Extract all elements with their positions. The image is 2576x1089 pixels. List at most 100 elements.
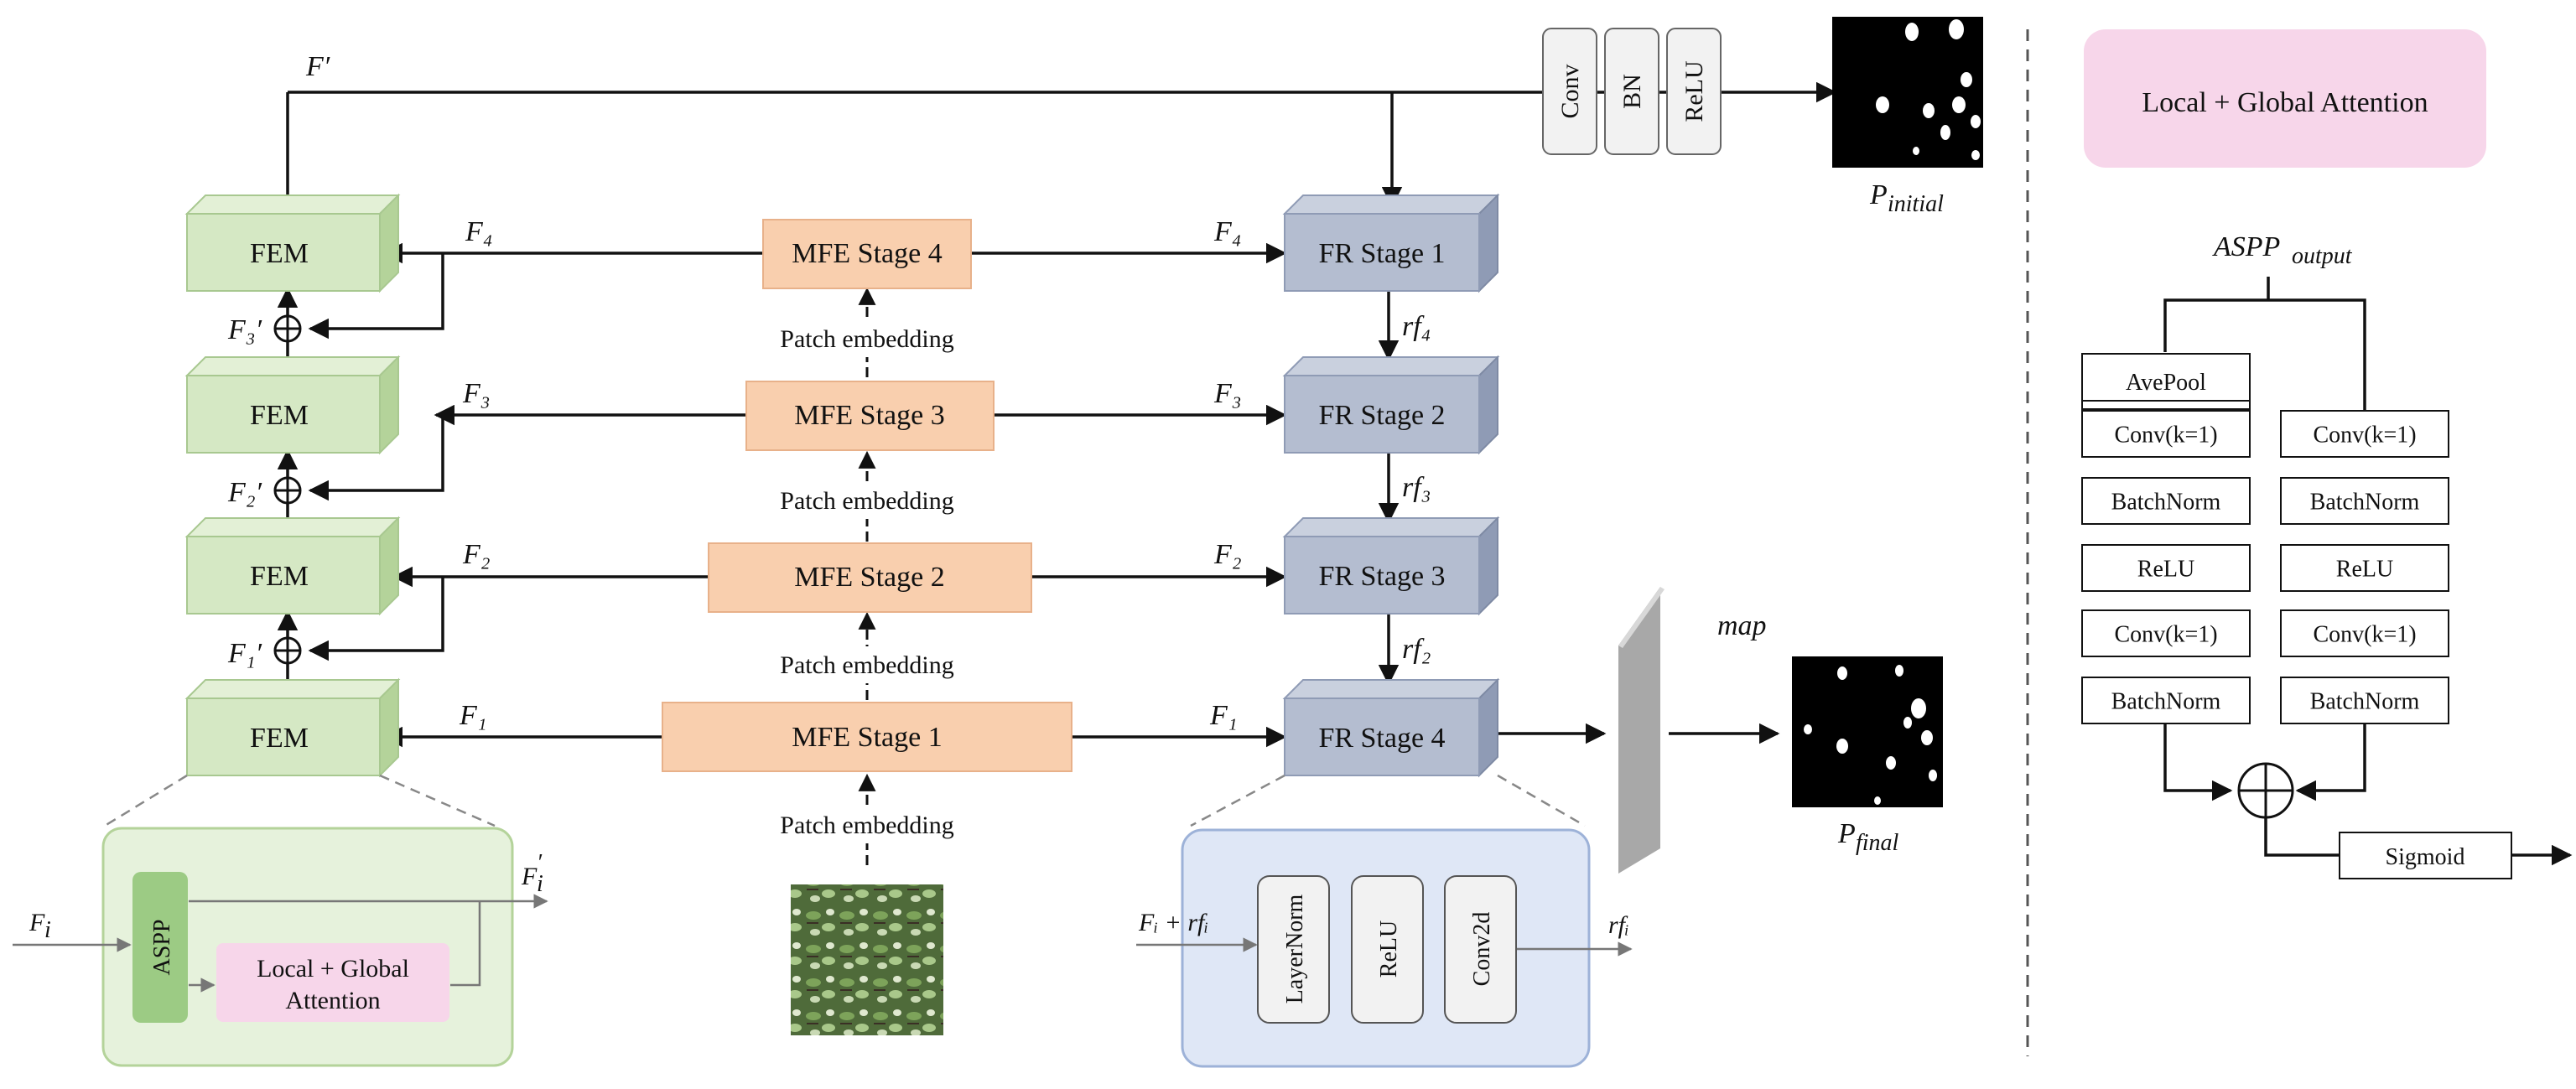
right-branch-op-3: Conv(k=1) <box>2280 609 2449 657</box>
fem-label: FEM <box>250 238 309 269</box>
fem-detail-input-subscript: i <box>44 917 51 943</box>
fr-chain-arrows <box>1378 289 1780 744</box>
right-branch-op-4: BatchNorm <box>2280 677 2449 724</box>
rf3-label: rf₃ <box>1402 472 1431 503</box>
svg-text:Conv(k=1): Conv(k=1) <box>2313 622 2416 648</box>
patch-embedding-label: Patch embedding <box>780 651 953 679</box>
feature-arrows <box>382 242 1287 748</box>
f3-label-left: F₃ <box>462 378 491 409</box>
mfe-stage-3: MFE Stage 3 <box>745 381 995 451</box>
patch-embedding-label: Patch embedding <box>780 812 953 839</box>
p-final-output: P final <box>1792 656 1943 856</box>
svg-text:FR Stage 4: FR Stage 4 <box>1318 723 1445 754</box>
svg-text:MFE Stage 1: MFE Stage 1 <box>792 722 942 753</box>
svg-text:FR Stage 1: FR Stage 1 <box>1318 238 1445 269</box>
svg-text:Conv2d: Conv2d <box>1469 912 1495 987</box>
sum-node <box>2237 762 2294 819</box>
left-branch-op-1: Conv(k=1) <box>2081 410 2251 458</box>
left-branch-op-3: ReLU <box>2081 544 2251 592</box>
rf2-label: rf₂ <box>1402 634 1431 665</box>
map-label: map <box>1717 610 1767 641</box>
p-final-label: P <box>1837 818 1856 849</box>
mfe-column: MFE Stage 4 MFE Stage 3 MFE Stage 2 MFE … <box>662 219 1072 1035</box>
attention-detail-panel: Local + Global Attention ASPP output <box>2084 29 2573 866</box>
svg-text:Sigmoid: Sigmoid <box>2386 844 2465 870</box>
svg-text:MFE Stage 4: MFE Stage 4 <box>792 238 942 269</box>
svg-text:BatchNorm: BatchNorm <box>2310 490 2420 516</box>
plus-node-f1 <box>273 636 302 665</box>
right-branch-op-1: BatchNorm <box>2280 477 2449 525</box>
f3-prime-label: F₃′ <box>227 314 262 345</box>
svg-text:BatchNorm: BatchNorm <box>2111 490 2221 516</box>
head-op-bn: BN <box>1604 28 1659 155</box>
right-branch-op-2: ReLU <box>2280 544 2449 592</box>
fr-op-layernorm: LayerNorm <box>1257 875 1330 1024</box>
patch-embedding-labels: Patch embedding Patch embedding Patch em… <box>755 320 979 843</box>
svg-text:ReLU: ReLU <box>1376 920 1402 978</box>
fem-detail-zoom-lines <box>104 774 496 827</box>
feature-labels: F′ F₄ F₄ F₃ F₃ F₂ F₂ F₁ F₁ F₃′ F₂′ F₁′ r… <box>227 51 1431 731</box>
f2-label-left: F₂ <box>462 539 491 570</box>
attention-legend-label: Local + Global Attention <box>2142 87 2428 118</box>
svg-text:ReLU: ReLU <box>1680 60 1708 122</box>
fr-column: FR Stage 1 FR Stage 2 FR Stage 3 FR Stag… <box>1282 193 1500 778</box>
p-final-subscript: final <box>1856 830 1899 856</box>
f3-label-right: F₃ <box>1213 378 1242 409</box>
svg-text:ReLU: ReLU <box>2336 557 2393 583</box>
f-prime-path <box>286 81 1837 208</box>
fem-block-1: FEM <box>184 677 401 778</box>
f4-label-right: F₄ <box>1213 216 1242 247</box>
mfe-stage-1: MFE Stage 1 <box>662 702 1072 772</box>
prediction-head: Conv BN ReLU <box>1542 28 1722 155</box>
fr-stage-3: FR Stage 3 <box>1282 516 1500 616</box>
aspp-output-subscript: output <box>2292 243 2353 269</box>
fem-detail-panel: ASPP Local + Global Attention F i F i ′ <box>13 827 548 1067</box>
left-branch-op-5: BatchNorm <box>2081 677 2251 724</box>
fem-detail-output-subscript: i <box>537 871 543 897</box>
patch-embedding-label: Patch embedding <box>780 487 953 515</box>
fr-op-relu: ReLU <box>1351 875 1424 1024</box>
left-branch-op-2: BatchNorm <box>2081 477 2251 525</box>
aspp-label: ASPP <box>149 920 175 976</box>
fr-stage-2: FR Stage 2 <box>1282 355 1500 455</box>
fr-detail-output-label: rfᵢ <box>1608 911 1629 939</box>
svg-text:AvePool: AvePool <box>2126 370 2206 396</box>
svg-text:ReLU: ReLU <box>2137 557 2194 583</box>
svg-text:FR Stage 3: FR Stage 3 <box>1318 561 1445 592</box>
plus-node-f2 <box>273 476 302 505</box>
fr-stage-1: FR Stage 1 <box>1282 193 1500 293</box>
fem-detail-input-label: F <box>29 909 45 936</box>
f2-label-right: F₂ <box>1213 539 1242 570</box>
mfe-stage-4: MFE Stage 4 <box>762 219 972 289</box>
mfe-stage-2: MFE Stage 2 <box>708 542 1032 613</box>
svg-text:BatchNorm: BatchNorm <box>2310 689 2420 715</box>
fem-label: FEM <box>250 400 309 431</box>
f2-prime-label: F₂′ <box>227 477 262 508</box>
fem-label: FEM <box>250 561 309 592</box>
input-image <box>791 884 943 1035</box>
f-prime-label: F′ <box>305 51 330 82</box>
fr-detail-zoom-lines <box>1190 774 1586 827</box>
svg-text:′: ′ <box>537 850 543 876</box>
attention-label-line2: Attention <box>285 987 380 1014</box>
head-op-relu: ReLU <box>1666 28 1722 155</box>
f1-prime-label: F₁′ <box>227 638 262 669</box>
svg-text:FR Stage 2: FR Stage 2 <box>1318 400 1445 431</box>
svg-text:Conv(k=1): Conv(k=1) <box>2114 423 2217 449</box>
right-branch-op-0: Conv(k=1) <box>2280 410 2449 458</box>
fem-block-4: FEM <box>184 193 401 293</box>
f4-label-left: F₄ <box>465 216 493 247</box>
svg-text:LayerNorm: LayerNorm <box>1282 894 1308 1003</box>
svg-text:Conv(k=1): Conv(k=1) <box>2114 622 2217 648</box>
svg-text:BatchNorm: BatchNorm <box>2111 689 2221 715</box>
fem-skip-connections <box>277 253 444 691</box>
aspp-block <box>132 872 188 1023</box>
map-plane: map <box>1618 587 1767 874</box>
p-initial-subscript: initial <box>1888 191 1944 217</box>
attention-legend-box <box>2084 29 2486 168</box>
patch-embedding-label: Patch embedding <box>780 325 953 353</box>
left-branch-op-4: Conv(k=1) <box>2081 609 2251 657</box>
sigmoid-block: Sigmoid <box>2339 832 2512 879</box>
